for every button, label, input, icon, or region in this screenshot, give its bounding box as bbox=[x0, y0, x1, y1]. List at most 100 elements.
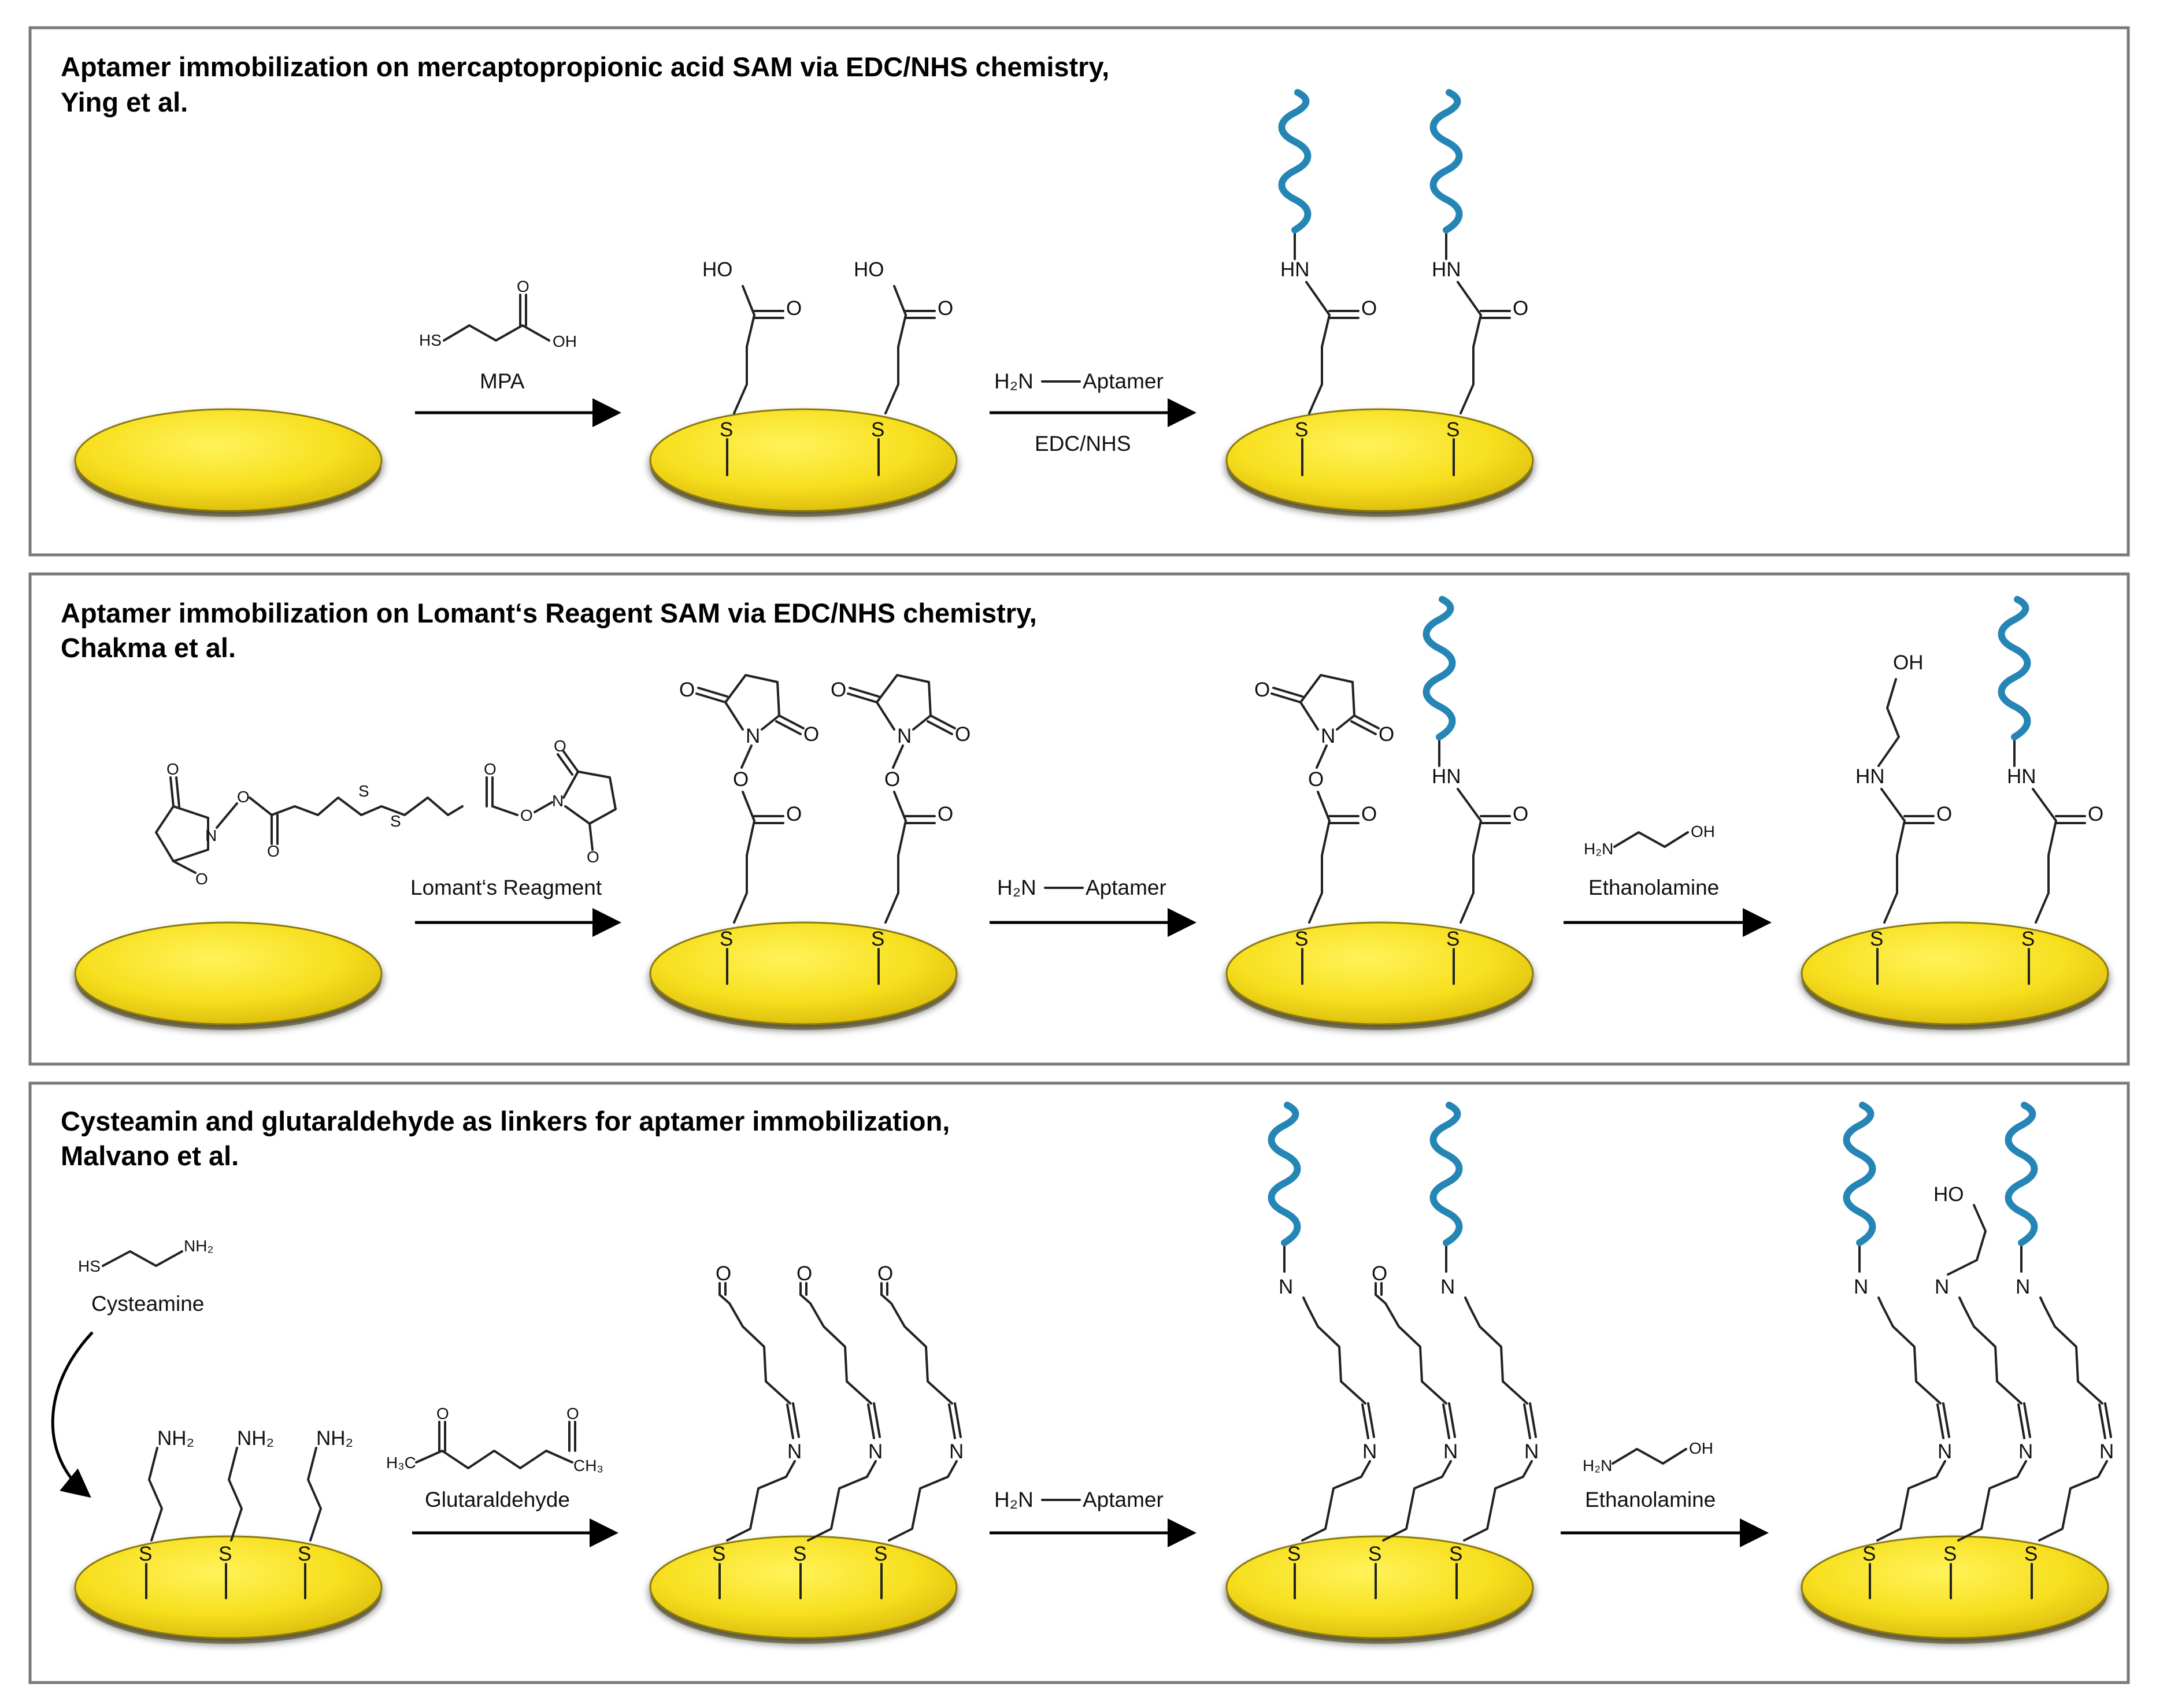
cysteamine-chains: S NH₂ S NH₂ S NH₂ bbox=[139, 1427, 353, 1599]
aptamer-chain-1: S O HN bbox=[1278, 89, 1377, 476]
blocked-imine-chains: S N N S N N HO S N N bbox=[1843, 1102, 2114, 1599]
svg-text:N: N bbox=[1279, 1276, 1293, 1298]
panel-1-aptamer-surface bbox=[1225, 408, 1534, 517]
svg-text:N: N bbox=[746, 725, 760, 747]
svg-text:HN: HN bbox=[1432, 258, 1461, 281]
svg-text:S: S bbox=[390, 812, 401, 830]
svg-text:O: O bbox=[566, 1405, 579, 1422]
panel-1-title-line2: Ying et al. bbox=[61, 87, 188, 117]
panel-2-blocked-surface bbox=[1801, 921, 2109, 1030]
svg-text:O: O bbox=[938, 803, 953, 825]
svg-text:H₃C: H₃C bbox=[386, 1454, 416, 1472]
svg-text:HS: HS bbox=[78, 1257, 101, 1275]
svg-text:O: O bbox=[436, 1405, 449, 1422]
svg-text:H₂N: H₂N bbox=[1584, 840, 1613, 858]
svg-text:N: N bbox=[1362, 1440, 1377, 1463]
svg-text:O: O bbox=[786, 297, 802, 320]
svg-text:N: N bbox=[897, 725, 912, 747]
svg-text:O: O bbox=[484, 760, 497, 778]
svg-text:S: S bbox=[1449, 1543, 1462, 1565]
svg-text:O: O bbox=[733, 768, 749, 791]
panel-2-bare-gold-surface bbox=[74, 921, 383, 1030]
svg-text:HN: HN bbox=[1280, 258, 1310, 281]
svg-text:O: O bbox=[1513, 297, 1528, 320]
svg-text:S: S bbox=[218, 1543, 232, 1565]
svg-text:NH₂: NH₂ bbox=[157, 1427, 194, 1450]
curved-arrow bbox=[51, 1331, 94, 1498]
mpa-chain-2: S HO O bbox=[854, 258, 953, 476]
svg-text:O: O bbox=[2088, 803, 2103, 825]
svg-text:S: S bbox=[1870, 928, 1883, 950]
svg-text:HN: HN bbox=[1432, 765, 1461, 788]
p3-ethanolamine-label: Ethanolamine bbox=[1585, 1488, 1716, 1511]
svg-text:S: S bbox=[712, 1543, 725, 1565]
svg-text:S: S bbox=[720, 928, 733, 950]
svg-text:S: S bbox=[871, 928, 884, 950]
p2-amine-label: H₂N bbox=[997, 876, 1036, 899]
panel-3-aldehyde-surface bbox=[649, 1535, 958, 1644]
svg-text:NH₂: NH₂ bbox=[237, 1427, 274, 1450]
edc-nhs-label: EDC/NHS bbox=[1035, 432, 1131, 455]
glutaraldehyde-structure: H₃C O O CH₃ bbox=[386, 1405, 603, 1474]
svg-text:S: S bbox=[1295, 928, 1308, 950]
svg-text:S: S bbox=[1287, 1543, 1301, 1565]
svg-text:N: N bbox=[868, 1440, 883, 1463]
svg-text:CH₃: CH₃ bbox=[573, 1457, 603, 1474]
svg-text:O: O bbox=[831, 679, 846, 701]
svg-text:O: O bbox=[716, 1262, 731, 1285]
svg-text:O: O bbox=[520, 806, 533, 824]
panel-2-title-line1: Aptamer immobilization on Lomant‘s Reage… bbox=[61, 598, 1037, 628]
svg-text:O: O bbox=[554, 737, 566, 755]
aptamer-chain-4: S O HN bbox=[1998, 596, 2103, 985]
svg-text:HN: HN bbox=[2007, 765, 2036, 788]
svg-text:S: S bbox=[139, 1543, 152, 1565]
svg-text:S: S bbox=[1943, 1543, 1957, 1565]
svg-text:O: O bbox=[938, 297, 953, 320]
panel-1-bare-gold-surface bbox=[74, 408, 383, 517]
p2-aptamer-label: Aptamer bbox=[1086, 876, 1166, 899]
svg-text:O: O bbox=[884, 768, 900, 791]
mpa-structure: HS O OH bbox=[419, 277, 577, 350]
svg-text:H₂N: H₂N bbox=[1583, 1457, 1612, 1474]
nhs-ester-chain-3: S O O N O O bbox=[1254, 674, 1394, 985]
aptamer-chain-2: S O HN bbox=[1429, 89, 1528, 476]
svg-text:N: N bbox=[1935, 1276, 1949, 1298]
svg-text:O: O bbox=[679, 679, 695, 701]
svg-text:S: S bbox=[1862, 1543, 1876, 1565]
aldehyde-chains: S N O S N O S N O bbox=[712, 1262, 964, 1599]
lomants-label: Lomant‘s Reagment bbox=[410, 876, 602, 899]
panel-3-title-line1: Cysteamin and glutaraldehyde as linkers … bbox=[61, 1106, 950, 1136]
svg-text:N: N bbox=[2018, 1440, 2033, 1463]
svg-text:O: O bbox=[237, 788, 250, 806]
glutaraldehyde-label: Glutaraldehyde bbox=[425, 1488, 570, 1511]
aptamer-chain-3: S O HN bbox=[1423, 596, 1528, 985]
svg-text:O: O bbox=[1308, 768, 1324, 791]
svg-text:O: O bbox=[797, 1262, 812, 1285]
svg-text:N: N bbox=[1440, 1276, 1455, 1298]
panel-2-mixed-surface bbox=[1225, 921, 1534, 1030]
svg-text:S: S bbox=[720, 418, 733, 441]
p2-ethanolamine-structure: H₂N OH bbox=[1584, 822, 1715, 858]
p1-amine-label: H₂N bbox=[994, 369, 1034, 393]
panel-1-title-line1: Aptamer immobilization on mercaptopropio… bbox=[61, 51, 1109, 82]
svg-text:N: N bbox=[949, 1440, 964, 1463]
svg-text:N: N bbox=[2099, 1440, 2114, 1463]
svg-text:O: O bbox=[195, 870, 208, 888]
svg-text:N: N bbox=[552, 792, 564, 810]
svg-text:OH: OH bbox=[1689, 1439, 1713, 1457]
svg-text:O: O bbox=[786, 803, 802, 825]
svg-text:S: S bbox=[2024, 1543, 2038, 1565]
mpa-chain-1: S HO O bbox=[702, 258, 802, 476]
panel-3-title-line2: Malvano et al. bbox=[61, 1140, 239, 1171]
svg-text:N: N bbox=[1854, 1276, 1868, 1298]
svg-text:N: N bbox=[1321, 725, 1335, 747]
p3-ethanolamine-structure: H₂N OH bbox=[1583, 1439, 1713, 1474]
svg-text:O: O bbox=[877, 1262, 893, 1285]
panel-1-mpa-sam-surface bbox=[649, 408, 958, 517]
svg-text:O: O bbox=[1254, 679, 1270, 701]
svg-text:S: S bbox=[1446, 418, 1460, 441]
svg-text:HO: HO bbox=[702, 258, 733, 281]
svg-text:O: O bbox=[267, 842, 280, 860]
p3-aptamer-label: Aptamer bbox=[1083, 1488, 1164, 1511]
svg-text:N: N bbox=[205, 827, 217, 844]
